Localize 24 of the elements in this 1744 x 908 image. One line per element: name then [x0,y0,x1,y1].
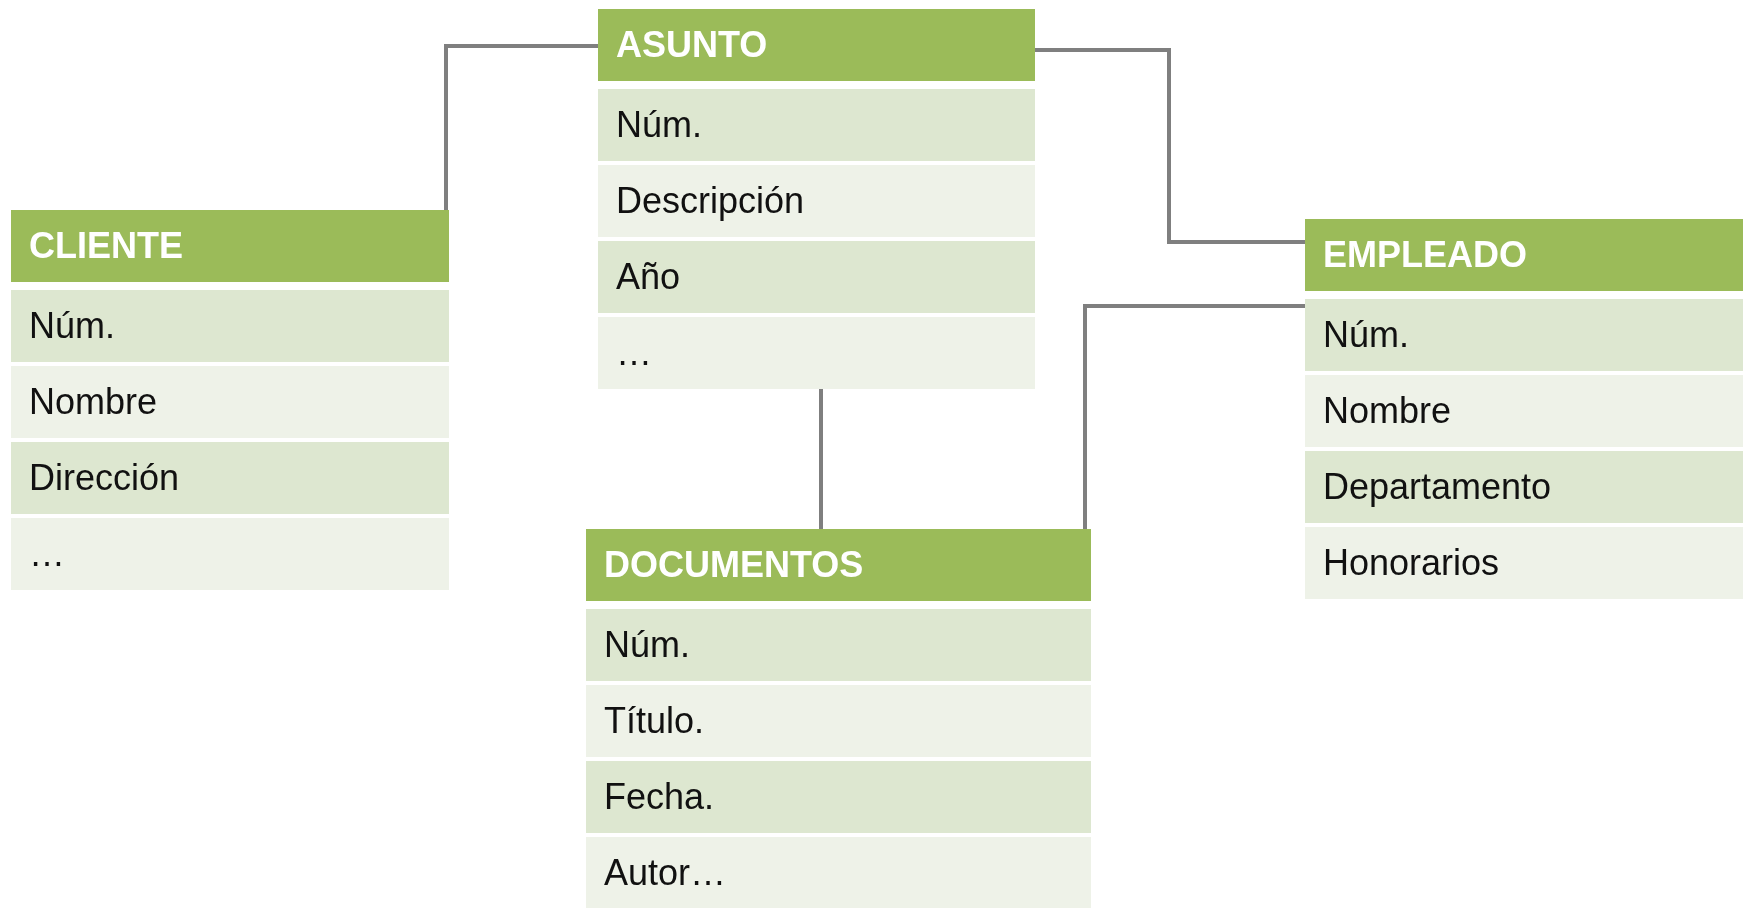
table-row: Departamento [1305,451,1743,523]
connector-line [1083,304,1305,529]
table-row: Descripción [598,165,1035,237]
connector-line [1035,48,1305,244]
table-row: Núm. [11,290,449,362]
table-row: Honorarios [1305,527,1743,599]
table-row: Autor… [586,837,1091,908]
connector-line [444,44,598,210]
table-row: Núm. [598,89,1035,161]
table-row: Dirección [11,442,449,514]
table-header: ASUNTO [598,9,1035,81]
table-header: CLIENTE [11,210,449,282]
table-row: … [11,518,449,590]
table-header: EMPLEADO [1305,219,1743,291]
connector-line [819,389,823,529]
table-row: … [598,317,1035,389]
table-row: Título. [586,685,1091,757]
table-row: Nombre [11,366,449,438]
table-row: Nombre [1305,375,1743,447]
table-row: Año [598,241,1035,313]
table-row: Núm. [1305,299,1743,371]
table-header: DOCUMENTOS [586,529,1091,601]
table-row: Núm. [586,609,1091,681]
table-row: Fecha. [586,761,1091,833]
